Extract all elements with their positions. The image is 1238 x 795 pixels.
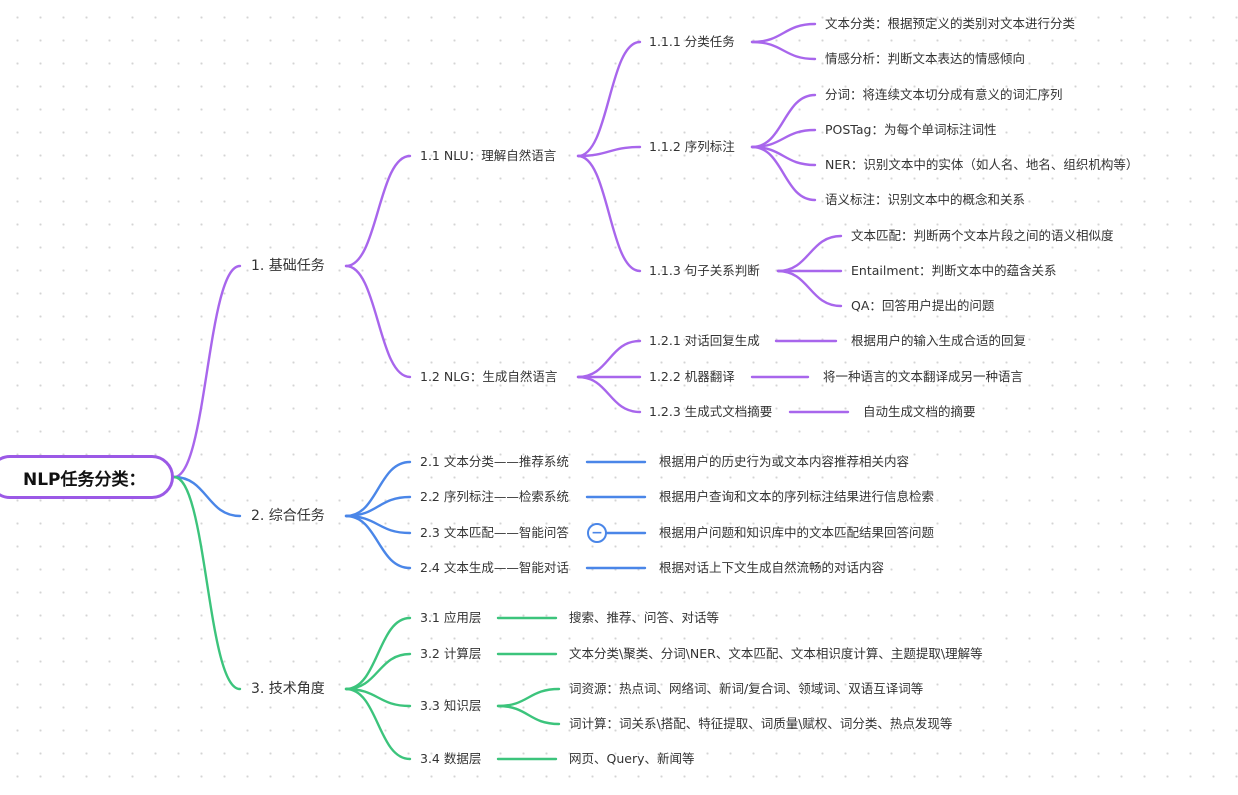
connector-seq-3 [750,145,817,202]
connector-root-basic [172,264,242,479]
node-retrieval[interactable]: 2.2 序列标注——检索系统 [420,489,569,504]
node-compute-layer[interactable]: 3.2 计算层 [420,646,482,661]
root-node[interactable]: NLP任务分类： [0,455,174,499]
leaf-postag[interactable]: POSTag：为每个单词标注词性 [825,122,997,137]
leaf-word-resources[interactable]: 词资源：热点词、网络词、新词/复合词、领域词、双语互译词等 [569,681,924,696]
leaf-application-layer[interactable]: 搜索、推荐、问答、对话等 [569,610,720,625]
leaf-compute-layer[interactable]: 文本分类\聚类、分词\NER、文本匹配、文本相识度计算、主题提取\理解等 [569,646,983,661]
connector-comp-0 [344,460,412,518]
connector-basic-nlu [344,154,412,268]
connector-rel-0 [776,234,843,273]
connector-nlg-0 [576,339,642,379]
leaf-qa[interactable]: QA：回答用户提出的问题 [851,298,995,313]
connector-root-composite [172,475,242,518]
connector-comp-3 [344,514,412,570]
node-smart-dialog[interactable]: 2.4 文本生成——智能对话 [420,560,569,575]
connector-know-0 [496,687,561,708]
connector-basic-nlg [344,264,412,379]
leaf-word-computation[interactable]: 词计算：词关系\搭配、特征提取、词质量\赋权、词分类、热点发现等 [569,716,953,731]
leaf-doc-summarization[interactable]: 自动生成文档的摘要 [863,404,976,419]
node-doc-summarization[interactable]: 1.2.3 生成式文档摘要 [649,404,773,419]
leaf-entailment[interactable]: Entailment：判断文本中的蕴含关系 [851,263,1057,278]
connector-cls-0 [750,22,817,44]
leaf-text-matching[interactable]: 文本匹配：判断两个文本片段之间的语义相似度 [851,228,1114,243]
node-classification-task[interactable]: 1.1.1 分类任务 [649,34,735,49]
root-label: NLP任务分类： [23,469,146,490]
leaf-ner[interactable]: NER：识别文本中的实体（如人名、地名、组织机构等） [825,157,1139,172]
node-sequence-labeling[interactable]: 1.1.2 序列标注 [649,139,735,154]
leaf-recommendation[interactable]: 根据用户的历史行为或文本内容推荐相关内容 [659,454,910,469]
node-tech-perspective[interactable]: 3. 技术角度 [251,681,325,697]
leaf-semantic-labeling[interactable]: 语义标注：识别文本中的概念和关系 [825,192,1026,207]
node-knowledge-layer[interactable]: 3.3 知识层 [420,698,482,713]
connector-seq-0 [750,93,817,149]
leaf-machine-translation[interactable]: 将一种语言的文本翻译成另一种语言 [823,369,1024,384]
node-sentence-relation[interactable]: 1.1.3 句子关系判断 [649,263,760,278]
leaf-text-classification[interactable]: 文本分类：根据预定义的类别对文本进行分类 [825,16,1076,31]
node-composite-tasks[interactable]: 2. 综合任务 [251,508,325,524]
leaf-dialog-generation[interactable]: 根据用户的输入生成合适的回复 [851,333,1027,348]
connector-nlu-1 [576,145,642,158]
leaf-smart-dialog[interactable]: 根据对话上下文生成自然流畅的对话内容 [659,560,885,575]
leaf-word-segmentation[interactable]: 分词：将连续文本切分成有意义的词汇序列 [825,87,1063,102]
node-basic-tasks[interactable]: 1. 基础任务 [251,258,325,274]
connector-tech-1 [344,652,412,691]
node-nlg[interactable]: 1.2 NLG：生成自然语言 [420,369,558,384]
node-smart-qa[interactable]: 2.3 文本匹配——智能问答 [420,525,569,540]
connector-nlu-2 [576,154,642,273]
node-machine-translation[interactable]: 1.2.2 机器翻译 [649,369,735,384]
node-recommendation[interactable]: 2.1 文本分类——推荐系统 [420,454,569,469]
connector-nlu-0 [576,40,642,158]
connector-nlg-2 [576,375,642,414]
connector-root-tech [172,475,242,691]
connector-tech-0 [344,616,412,691]
leaf-data-layer[interactable]: 网页、Query、新闻等 [569,751,695,766]
leaf-smart-qa[interactable]: 根据用户问题和知识库中的文本匹配结果回答问题 [659,525,935,540]
leaf-sentiment-analysis[interactable]: 情感分析：判断文本表达的情感倾向 [825,51,1026,66]
leaf-retrieval[interactable]: 根据用户查询和文本的序列标注结果进行信息检索 [659,489,935,504]
connector-know-1 [496,704,561,726]
node-dialog-generation[interactable]: 1.2.1 对话回复生成 [649,333,760,348]
node-data-layer[interactable]: 3.4 数据层 [420,751,482,766]
collapse-toggle-button[interactable]: − [587,523,607,543]
connector-cls-1 [750,40,817,61]
minus-icon: − [591,525,603,541]
connector-rel-2 [776,269,843,308]
connector-tech-3 [344,687,412,761]
node-application-layer[interactable]: 3.1 应用层 [420,610,482,625]
node-nlu[interactable]: 1.1 NLU：理解自然语言 [420,148,557,163]
